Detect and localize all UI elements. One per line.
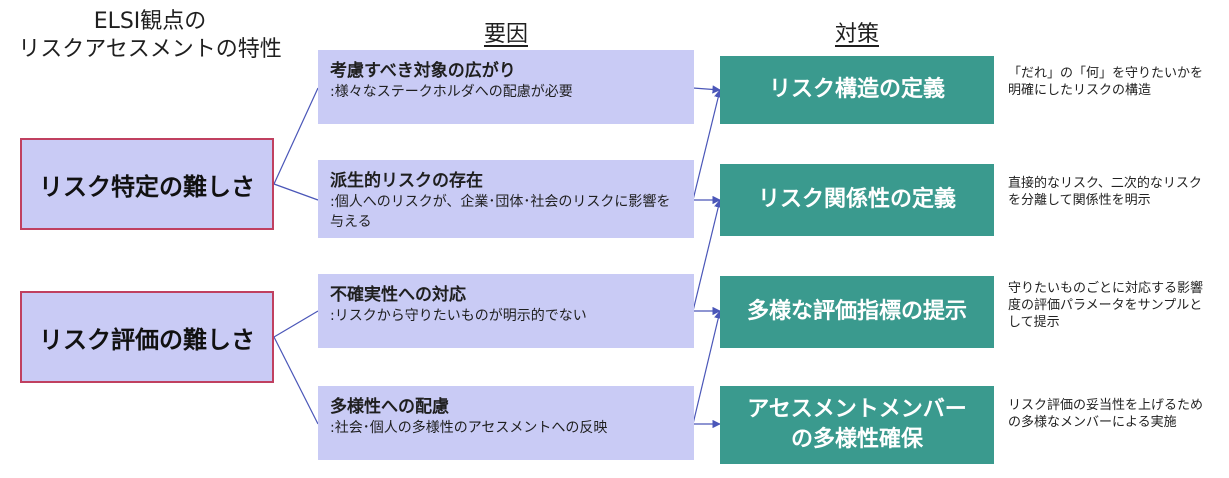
factor-box-uncertainty: 不確実性への対応 :リスクから守りたいものが明示的でない: [318, 274, 694, 348]
connector-factor2-measure1: [692, 89, 723, 201]
measure-note: 守りたいものごとに対応する影響度の評価パラメータをサンプルとして提示: [1008, 281, 1204, 330]
factor-title: 不確実性への対応: [330, 285, 466, 305]
measure-box-risk-relationship: リスク関係性の定義: [720, 164, 994, 236]
measures-title: 対策: [834, 22, 879, 47]
characteristic-box-evaluation: リスク評価の難しさ: [20, 291, 274, 383]
measure-label: リスク構造の定義: [768, 77, 945, 102]
factor-title: 考慮すべき対象の広がり: [330, 61, 516, 81]
factor-description: :様々なステークホルダへの配慮が必要: [330, 84, 573, 100]
connector-char2-factor3: [273, 310, 319, 338]
connector-factor3-measure2: [692, 199, 723, 312]
connector-factor4-measure3: [692, 310, 723, 425]
characteristic-label: リスク特定の難しさ: [39, 172, 255, 201]
connector-factor1-measure1: [692, 85, 721, 94]
characteristic-label: リスク評価の難しさ: [39, 325, 255, 354]
characteristic-box-identification: リスク特定の難しさ: [20, 138, 274, 230]
factor-box-derived-risk: 派生的リスクの存在 :個人へのリスクが、企業･団体･社会のリスクに影響を与える: [318, 160, 694, 238]
factors-title: 要因: [483, 22, 528, 47]
measure-note: 「だれ」の「何」を守りたいかを明確にしたリスクの構造: [1008, 66, 1204, 98]
measure-label: アセスメントメンバーの多様性確保: [747, 397, 967, 452]
measure-box-evaluation-indicators: 多様な評価指標の提示: [720, 276, 994, 348]
characteristics-title-line1: ELSI観点の: [93, 9, 207, 34]
factor-title: 多様性への配慮: [330, 397, 449, 417]
measure-label: リスク関係性の定義: [757, 187, 956, 212]
measure-box-member-diversity: アセスメントメンバーの多様性確保: [720, 386, 994, 464]
factor-title: 派生的リスクの存在: [330, 171, 483, 191]
factor-box-target-scope: 考慮すべき対象の広がり :様々なステークホルダへの配慮が必要: [318, 50, 694, 124]
measure-note: リスク評価の妥当性を上げるための多様なメンバーによる実施: [1008, 398, 1204, 430]
factor-description: :個人へのリスクが、企業･団体･社会のリスクに影響を与える: [330, 194, 671, 230]
measure-note: 直接的なリスク、二次的なリスクを分離して関係性を明示: [1008, 176, 1202, 208]
measure-box-risk-structure: リスク構造の定義: [720, 56, 994, 124]
factor-description: :社会･個人の多様性のアセスメントへの反映: [330, 420, 608, 436]
characteristics-title-line2: リスクアセスメントの特性: [18, 37, 282, 62]
factor-box-diversity: 多様性への配慮 :社会･個人の多様性のアセスメントへの反映: [318, 386, 694, 460]
connector-char2-factor4: [273, 336, 319, 425]
connector-char1-factor1: [273, 87, 319, 185]
characteristics-title: ELSI観点の リスクアセスメントの特性: [10, 8, 290, 64]
connector-char1-factor2: [273, 183, 319, 201]
factor-description: :リスクから守りたいものが明示的でない: [330, 308, 587, 324]
measure-label: 多様な評価指標の提示: [746, 299, 967, 324]
